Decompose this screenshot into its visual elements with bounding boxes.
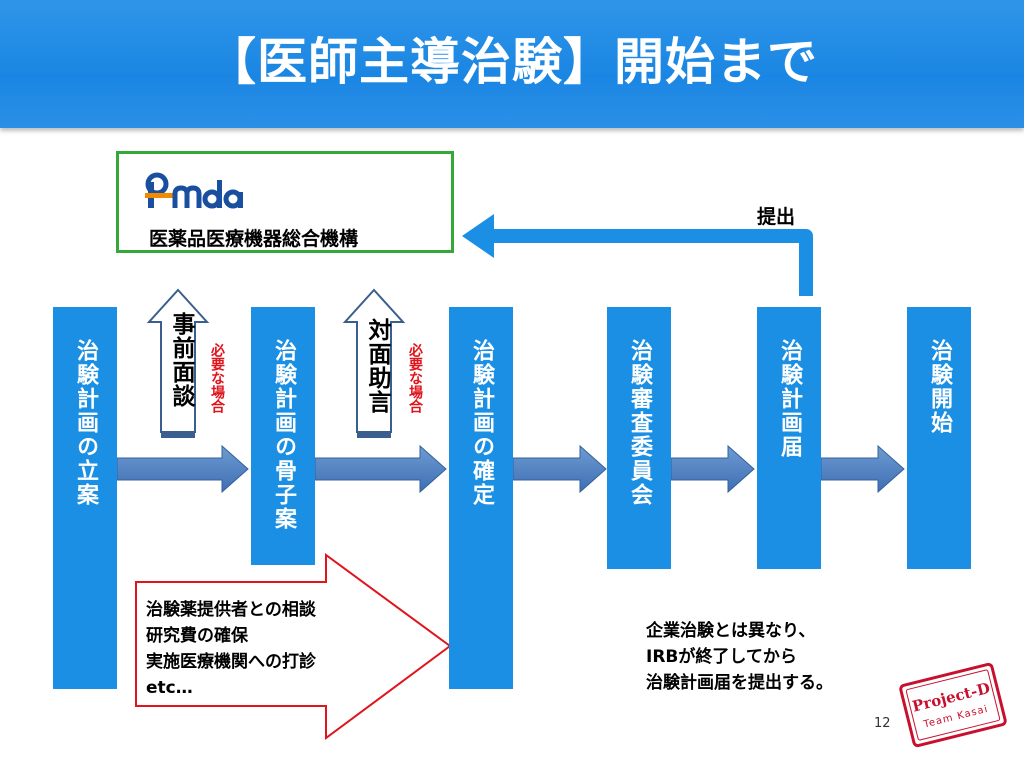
column-plan-final: 治験計画の確定: [449, 307, 513, 689]
up-arrow-1: [146, 288, 210, 438]
title-bar: 【医師主導治験】開始まで: [0, 0, 1024, 128]
up-arrow-1-label: 事前面談: [168, 312, 194, 408]
column-plan-draft-label: 治験計画の立案: [73, 339, 98, 507]
callout-note: 治験薬提供者との相談 研究費の確保 実施医療機関への打診 etc…: [146, 600, 316, 698]
column-start-label: 治験開始: [927, 339, 952, 435]
flow-arrow-3: [512, 444, 607, 494]
pmda-name: 医薬品医療機器総合機構: [149, 228, 359, 250]
column-plan-outline: 治験計画の骨子案: [251, 307, 315, 565]
pmda-logo: [145, 170, 245, 218]
irb-note: 企業治験とは異なり、 IRBが終了してから 治験計画届を提出する。: [646, 621, 833, 693]
flow-arrow-1: [116, 444, 249, 494]
page-title: 【医師主導治験】開始まで: [206, 33, 818, 91]
project-d-stamp: Project-D Team Kasai: [897, 661, 1008, 749]
callout-arrow: [135, 553, 452, 740]
column-irb: 治験審査委員会: [607, 307, 671, 569]
up-arrow-2: [342, 288, 406, 438]
column-plan-final-label: 治験計画の確定: [469, 339, 494, 507]
submit-label: 提出: [757, 206, 796, 228]
column-start: 治験開始: [907, 307, 971, 569]
required-note-1: 必要な場合: [209, 343, 225, 413]
required-note-2: 必要な場合: [407, 343, 423, 413]
column-notification: 治験計画届: [757, 307, 821, 569]
flow-arrow-5: [820, 444, 905, 494]
column-irb-label: 治験審査委員会: [627, 339, 652, 507]
column-plan-draft: 治験計画の立案: [53, 307, 117, 689]
flow-arrow-4: [670, 444, 755, 494]
flow-arrow-2: [314, 444, 447, 494]
pmda-box: 医薬品医療機器総合機構: [116, 151, 454, 253]
column-notification-label: 治験計画届: [777, 339, 802, 459]
up-arrow-2-label: 対面助言: [364, 318, 390, 414]
page-number: 12: [874, 716, 891, 731]
submit-arrow: [462, 214, 813, 296]
column-plan-outline-label: 治験計画の骨子案: [271, 339, 296, 531]
